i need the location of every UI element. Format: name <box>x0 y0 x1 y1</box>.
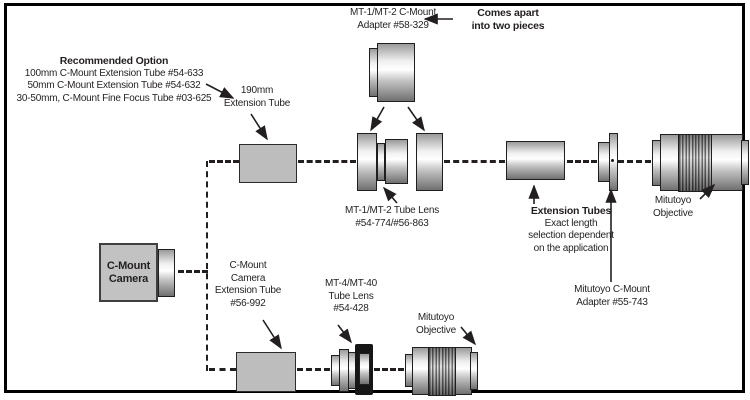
dash-adapter-to-objective <box>618 160 651 163</box>
extension-tubes-line2: selection dependent <box>528 230 614 241</box>
mt12-adapter-label-line2: Adapter #58-329 <box>357 19 429 31</box>
mt12-adapter-body <box>377 43 415 102</box>
dash-tubelens-to-exttube <box>444 160 505 163</box>
mt12-tubelens-middle <box>385 139 408 184</box>
label-objective-mid: Mitutoyo Objective <box>636 195 710 220</box>
mt440-label-line3: #54-428 <box>333 303 369 314</box>
label-comes-apart: Comes apart into two pieces <box>456 7 560 32</box>
mt440-label-line2: Tube Lens <box>328 290 374 302</box>
camera-ext-label-line2: Camera <box>230 272 266 284</box>
mitutoyo-adapter-flange <box>609 133 618 191</box>
mt440-lens-mount <box>355 344 373 395</box>
dash-190tube-to-tubelens <box>298 160 356 163</box>
recommended-option-line2: 50mm C-Mount Extension Tube #54-632 <box>27 80 201 91</box>
objective-mid-label-line2: Objective <box>653 207 693 219</box>
extension-tubes-title: Extension Tubes <box>530 205 612 217</box>
objective-bottom-label-line2: Objective <box>416 324 456 336</box>
label-camera-extension-tube: C-Mount Camera Extension Tube #56-992 <box>213 260 283 310</box>
comes-apart-line2: into two pieces <box>471 19 545 32</box>
c-mount-camera-body: C-Mount Camera <box>99 243 158 302</box>
dash-junction-to-bottomtube <box>209 368 236 371</box>
dash-junction-to-190tube <box>209 160 239 163</box>
label-mitutoyo-adapter: Mitutoyo C-Mount Adapter #55-743 <box>550 284 674 309</box>
dash-exttube-to-adapter <box>567 160 597 163</box>
camera-ext-label-line3: Extension Tube <box>214 285 282 296</box>
objective-bottom-cap-right <box>470 352 478 390</box>
mt440-label-line1: MT-4/MT-40 <box>325 278 377 289</box>
dash-mt440-to-objective <box>374 368 404 371</box>
mitutoyo-adapter-label-line1: Mitutoyo C-Mount <box>574 284 650 295</box>
label-mt12-tube-lens: MT-1/MT-2 Tube Lens #54-774/#56-863 <box>328 205 456 230</box>
objective-bottom-label-line1: Mitutoyo <box>417 312 455 323</box>
mitutoyo-adapter-label-line2: Adapter #55-743 <box>576 296 648 308</box>
camera-ext-label-line1: C-Mount <box>229 260 267 271</box>
190mm-label-line2: Extension Tube <box>223 97 291 109</box>
190mm-extension-tube <box>239 144 297 183</box>
recommended-option-title: Recommended Option <box>59 55 169 67</box>
mt440-lens-window <box>359 353 370 385</box>
diagram-border-frame <box>4 3 745 393</box>
objective-bottom-knurl <box>428 346 456 396</box>
objective-bottom-body <box>412 346 472 396</box>
dash-camera-to-junction <box>178 270 208 273</box>
camera-lens-mount-cylinder <box>158 249 175 297</box>
dash-bottomtube-to-mt440 <box>297 368 330 371</box>
mt12-tubelens-ring <box>377 143 385 181</box>
label-190mm-extension-tube: 190mm Extension Tube <box>212 85 302 110</box>
mitutoyo-adapter-screw <box>611 159 614 162</box>
label-recommended-option: Recommended Option 100mm C-Mount Extensi… <box>8 55 220 105</box>
mt12-adapter-label-line1: MT-1/MT-2 C-Mount <box>349 7 437 18</box>
objective-mid-knurl <box>678 133 712 192</box>
label-extension-tubes: Extension Tubes Exact length selection d… <box>505 205 637 255</box>
label-mt12-adapter: MT-1/MT-2 C-Mount Adapter #58-329 <box>330 7 456 32</box>
camera-label-line2: Camera <box>108 272 149 285</box>
objective-mid-label-line1: Mitutoyo <box>654 195 692 206</box>
recommended-option-line3: 30-50mm, C-Mount Fine Focus Tube #03-625 <box>16 92 212 104</box>
190mm-label-line1: 190mm <box>240 85 274 96</box>
mt12-tubelens-rear <box>416 133 443 191</box>
dash-vertical-branch <box>206 161 208 371</box>
c-mount-camera-extension-tube <box>236 352 296 392</box>
objective-mid-body <box>660 133 743 192</box>
extension-tubes-line1: Exact length <box>544 217 598 229</box>
extension-tubes-line3: on the application <box>533 242 609 254</box>
recommended-option-line1: 100mm C-Mount Extension Tube #54-633 <box>24 67 204 79</box>
mt12-tubelens-label-line2: #54-774/#56-863 <box>355 217 429 229</box>
objective-mid-cap-right <box>741 140 749 185</box>
label-objective-bottom: Mitutoyo Objective <box>400 312 472 337</box>
camera-label-line1: C-Mount <box>106 259 151 272</box>
extension-tube-middle <box>506 141 565 180</box>
camera-ext-label-line4: #56-992 <box>230 297 266 309</box>
mt12-tubelens-flange <box>357 133 377 191</box>
mt12-tubelens-label-line1: MT-1/MT-2 Tube Lens <box>344 205 440 216</box>
comes-apart-line1: Comes apart <box>477 7 539 19</box>
label-mt440-tube-lens: MT-4/MT-40 Tube Lens #54-428 <box>315 278 387 316</box>
